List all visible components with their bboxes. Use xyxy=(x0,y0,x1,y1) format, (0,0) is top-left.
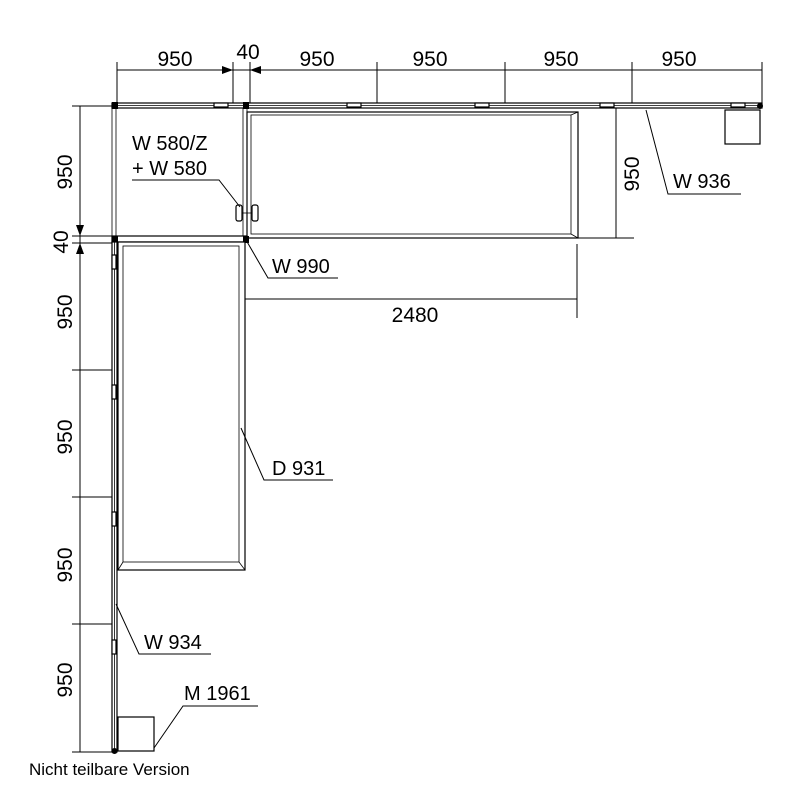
dim-top-2: 40 xyxy=(236,41,259,64)
upper-left-cell xyxy=(111,108,248,238)
top-wall-track xyxy=(111,102,763,145)
left-dimension-chain: 950 40 950 950 950 950 xyxy=(50,105,112,753)
end-box-right xyxy=(724,109,761,145)
label-d931: D 931 xyxy=(272,458,325,480)
top-dimension-chain: 950 40 950 950 950 950 xyxy=(116,41,763,106)
version-note: Nicht teilbare Version xyxy=(29,760,190,779)
left-wall-track xyxy=(111,241,118,754)
dim-top-1: 950 xyxy=(157,48,192,71)
door-handle-icon xyxy=(235,204,259,222)
lower-room xyxy=(117,241,246,571)
label-w580: + W 580 xyxy=(132,158,207,180)
dim-right-height: 950 xyxy=(621,156,644,191)
dim-left-1: 950 xyxy=(54,154,77,189)
dim-left-2: 40 xyxy=(50,230,73,253)
length-dimension: 2480 xyxy=(244,244,578,327)
dim-left-3: 950 xyxy=(54,294,77,329)
dim-left-6: 950 xyxy=(54,662,77,697)
upper-room xyxy=(246,111,579,239)
dim-left-5: 950 xyxy=(54,547,77,582)
label-m1961: M 1961 xyxy=(184,683,251,705)
label-w990: W 990 xyxy=(272,256,330,278)
end-box-bottom xyxy=(117,716,155,752)
dim-length: 2480 xyxy=(392,304,439,327)
dim-top-5: 950 xyxy=(543,48,578,71)
right-height-dimension: 950 xyxy=(578,106,644,239)
label-w934: W 934 xyxy=(144,632,202,654)
label-w580z: W 580/Z xyxy=(132,133,208,155)
dim-top-6: 950 xyxy=(661,48,696,71)
dim-top-3: 950 xyxy=(299,48,334,71)
leader-lines xyxy=(115,109,741,749)
dim-top-4: 950 xyxy=(412,48,447,71)
label-w936: W 936 xyxy=(673,171,731,193)
dim-left-4: 950 xyxy=(54,419,77,454)
